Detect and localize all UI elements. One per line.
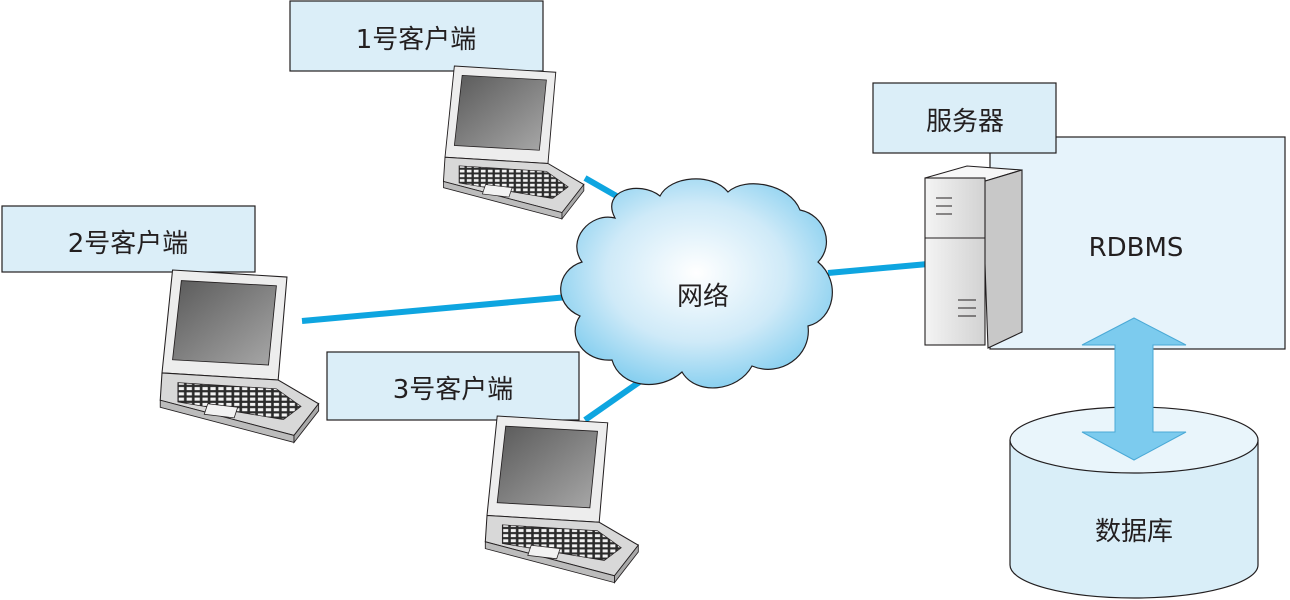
server-label-box: 服务器 [872, 82, 1057, 154]
server-tower-icon [924, 165, 1023, 349]
link-client2-network [301, 294, 569, 324]
client3-label-box: 3号客户端 [326, 351, 580, 421]
database-label: 数据库 [1095, 517, 1173, 547]
double-arrow-icon [1081, 317, 1187, 461]
client2-laptop [159, 269, 320, 444]
client2-label: 2号客户端 [68, 229, 189, 259]
link-network-server [827, 261, 929, 276]
rdbms-box: RDBMS [989, 136, 1286, 350]
network-label: 网络 [677, 282, 729, 312]
client3-laptop [484, 415, 639, 584]
cloud-icon: 网络 [560, 178, 833, 389]
rdbms-label: RDBMS [1089, 233, 1184, 263]
server-label: 服务器 [926, 107, 1004, 137]
client1-label: 1号客户端 [356, 25, 477, 55]
client1-laptop [442, 65, 585, 220]
client2-label-box: 2号客户端 [1, 205, 256, 273]
client1-label-box: 1号客户端 [289, 0, 544, 72]
client3-label: 3号客户端 [393, 375, 514, 405]
